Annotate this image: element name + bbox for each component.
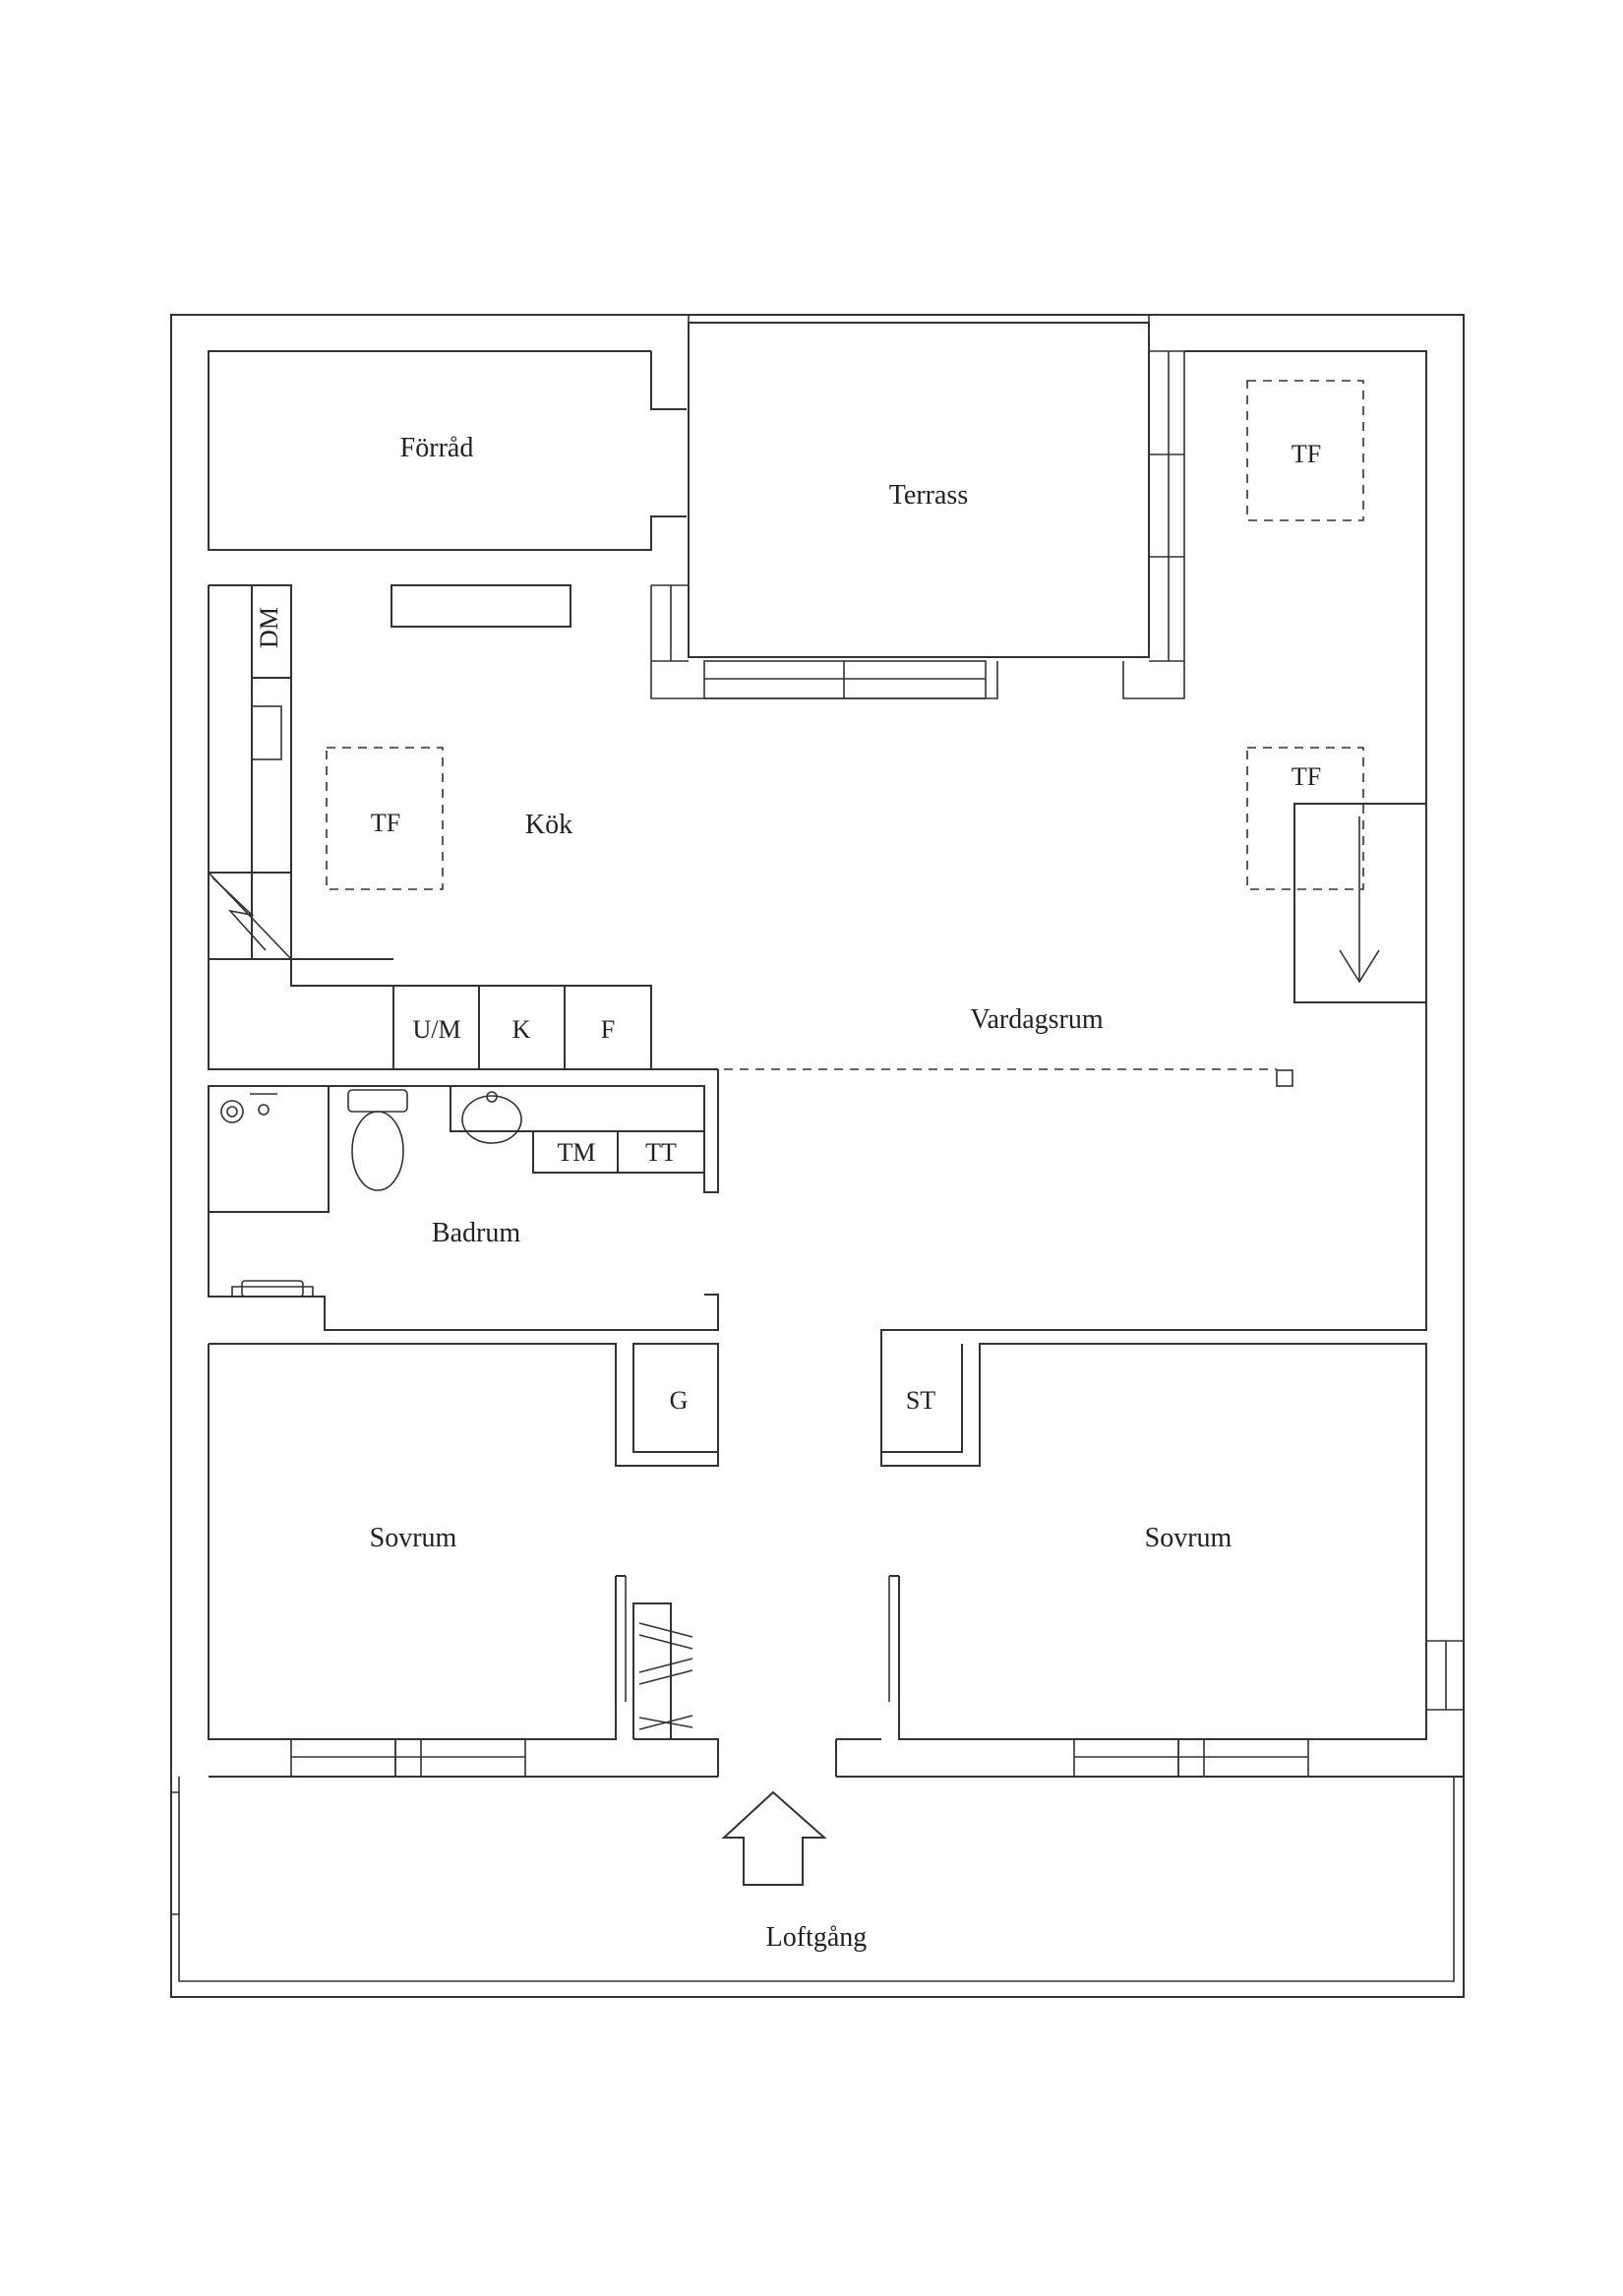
- fixture-label-k: K: [512, 1015, 531, 1044]
- gallery: [171, 1777, 1455, 1982]
- fixture-label-dm: DM: [255, 607, 283, 648]
- bedrooms: [208, 1330, 1465, 1778]
- storage-room: [208, 350, 687, 551]
- dashed-markers: [326, 380, 1364, 1087]
- fixture-label-um: U/M: [412, 1015, 460, 1044]
- outer-walls: [170, 314, 1465, 1998]
- room-label-terrass: Terrass: [889, 480, 968, 511]
- fixture-label-tf-top: TF: [1292, 440, 1321, 468]
- room-label-kok: Kök: [525, 810, 572, 840]
- fixture-label-tt: TT: [645, 1138, 677, 1167]
- room-label-badrum: Badrum: [432, 1218, 520, 1248]
- bathroom: [208, 1069, 719, 1331]
- fixture-label-tf-kitchen: TF: [371, 809, 400, 837]
- fixture-label-tf-living: TF: [1292, 762, 1321, 791]
- fixture-label-f: F: [601, 1015, 615, 1044]
- room-label-sovrum-right: Sovrum: [1145, 1523, 1232, 1553]
- stair-arrow: [1339, 816, 1380, 984]
- room-label-forrad: Förråd: [400, 433, 474, 463]
- fixture-label-st: ST: [906, 1386, 935, 1415]
- terrace: [650, 322, 1185, 699]
- kitchen: [208, 584, 718, 1070]
- room-label-loftgang: Loftgång: [766, 1922, 868, 1953]
- room-label-sovrum-left: Sovrum: [370, 1523, 457, 1553]
- fixture-label-g: G: [670, 1386, 689, 1415]
- room-label-vardagsrum: Vardagsrum: [970, 1004, 1104, 1035]
- fixture-label-tm: TM: [558, 1138, 596, 1167]
- entrance-arrow-icon: [721, 1790, 827, 1886]
